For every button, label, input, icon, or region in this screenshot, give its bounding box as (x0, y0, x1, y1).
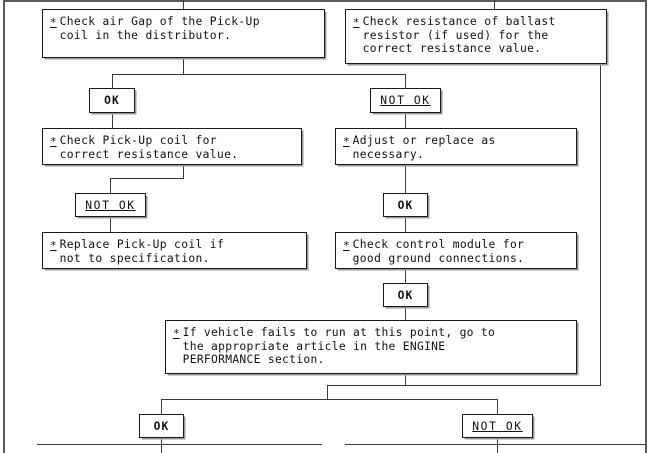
connector-ok4-bottom-bar (37, 444, 322, 446)
connector-notok2-down (110, 217, 112, 233)
tag-label: OK (397, 198, 414, 212)
node-text: Check Pick-Up coil for correct resistanc… (59, 134, 239, 161)
node-text: Adjust or replace as necessary. (352, 134, 496, 161)
node-text: Replace Pick-Up coil if not to specifica… (59, 238, 225, 265)
connector-final-split-bar (161, 399, 498, 401)
node-adjust-or-replace[interactable]: * Adjust or replace as necessary. (335, 128, 577, 165)
tag-label: OK (104, 94, 120, 107)
page-border-top (3, 0, 646, 2)
tag-ok-3[interactable]: OK (383, 283, 428, 307)
tag-label: NOT OK (472, 419, 523, 433)
bullet-icon: * (50, 239, 57, 252)
connector-to-not-ok-1 (405, 74, 407, 88)
node-check-air-gap[interactable]: * Check air Gap of the Pick-Up coil in t… (42, 9, 325, 58)
connector-to-ok-1 (112, 74, 114, 88)
node-replace-pickup-coil[interactable]: * Replace Pick-Up coil if not to specifi… (42, 232, 307, 269)
node-engine-performance[interactable]: * If vehicle fails to run at this point,… (165, 320, 577, 374)
tag-not-ok-2[interactable]: NOT OK (75, 193, 146, 217)
node-check-control-module[interactable]: * Check control module for good ground c… (335, 232, 577, 269)
connector-notok3-down (497, 438, 499, 453)
tag-label: NOT OK (380, 94, 431, 107)
bullet-icon: * (343, 135, 350, 148)
connector-control-module-down (405, 268, 407, 283)
tag-label: NOT OK (85, 198, 136, 212)
connector-ok3-down (405, 307, 407, 321)
tag-ok-1[interactable]: OK (89, 88, 135, 113)
connector-ok4-down (161, 438, 163, 453)
tag-ok-4[interactable]: OK (139, 414, 184, 438)
tag-label: OK (153, 419, 170, 433)
connector-to-not-ok-3 (497, 399, 499, 414)
connector-into-check-air-gap (183, 0, 185, 10)
tag-ok-2[interactable]: OK (383, 193, 428, 217)
connector-notok1-down (405, 113, 407, 129)
node-check-ballast-resistor[interactable]: * Check resistance of ballast resistor (… (345, 9, 607, 64)
connector-bottom-merge-bar (327, 385, 601, 387)
connector-bottom-junction-down (327, 385, 329, 400)
connector-ok1-down (112, 113, 114, 129)
connector-engine-perf-down (405, 374, 407, 386)
tag-label: OK (397, 288, 414, 302)
connector-to-ok-4 (161, 399, 163, 414)
connector-adjust-down (405, 164, 407, 193)
connector-into-check-ballast (494, 0, 496, 10)
bullet-icon: * (50, 135, 57, 148)
page-border-left (3, 0, 5, 453)
node-text: Check control module for good ground con… (352, 238, 525, 265)
connector-notok3-bottom-bar (345, 444, 645, 446)
connector-air-gap-down (183, 57, 185, 75)
page-border-right (645, 0, 647, 453)
connector-to-not-ok-2 (110, 178, 112, 193)
connector-row3-split-bar (110, 178, 184, 180)
connector-ok2-down (405, 217, 407, 233)
connector-air-gap-split-bar (112, 74, 406, 76)
node-text: Check resistance of ballast resistor (if… (362, 15, 556, 56)
bullet-icon: * (353, 16, 360, 29)
node-text: Check air Gap of the Pick-Up coil in the… (59, 15, 260, 42)
node-text: If vehicle fails to run at this point, g… (182, 326, 496, 367)
bullet-icon: * (343, 239, 350, 252)
bullet-icon: * (173, 327, 180, 340)
connector-pickup-down (183, 164, 185, 179)
bullet-icon: * (50, 16, 57, 29)
tag-not-ok-1[interactable]: NOT OK (370, 88, 441, 113)
node-check-pickup-resistance[interactable]: * Check Pick-Up coil for correct resista… (42, 128, 302, 165)
tag-not-ok-3[interactable]: NOT OK (462, 414, 533, 438)
connector-ballast-right-rail (600, 63, 602, 386)
